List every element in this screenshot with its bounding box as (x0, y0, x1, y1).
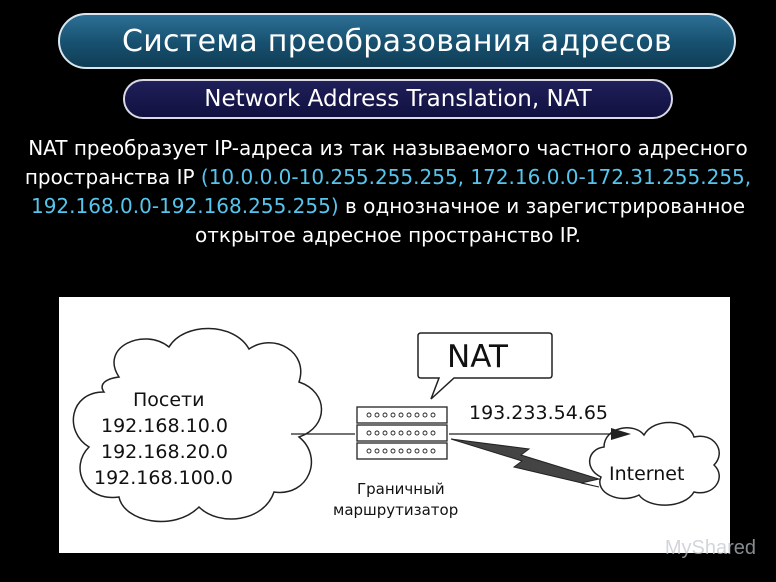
private-address-ranges: (10.0.0.0-10.255.255.255, 172.16.0.0-172… (30, 165, 752, 218)
private-network-1: 192.168.10.0 (101, 415, 228, 437)
private-network-cloud (72, 327, 323, 523)
border-router-icon (356, 406, 448, 460)
router-label-line-2: маршрутизатор (333, 501, 459, 519)
arrow-head (611, 428, 631, 440)
internet-cloud (589, 421, 720, 506)
slide-title: Система преобразования адресов (58, 13, 736, 69)
diagram-graphics (72, 327, 720, 523)
description-part-1: NAT преобразует IP-адреса из так называе… (24, 136, 748, 189)
private-network-3: 192.168.100.0 (94, 467, 234, 489)
internet-label: Internet (609, 463, 685, 485)
slide-subtitle: Network Address Translation, NAT (123, 79, 673, 119)
watermark-logo: MyShared (664, 537, 756, 559)
nat-diagram: Посети 192.168.10.0 192.168.20.0 192.168… (59, 297, 730, 553)
description-part-2: в однозначное и зарегистрированное откры… (195, 194, 746, 247)
description-paragraph: NAT преобразует IP-адреса из так называе… (24, 134, 752, 250)
router-label-line-1: Граничный (357, 480, 445, 498)
slide-title-text: Система преобразования адресов (121, 23, 673, 59)
nat-callout-bubble (417, 332, 553, 400)
slide-subtitle-text: Network Address Translation, NAT (204, 86, 592, 112)
private-network-2: 192.168.20.0 (101, 441, 228, 463)
public-ip-address: 193.233.54.65 (469, 402, 609, 424)
private-network-label: Посети (133, 389, 205, 411)
nat-callout-text: NAT (447, 339, 508, 375)
lightning-link (450, 438, 601, 488)
